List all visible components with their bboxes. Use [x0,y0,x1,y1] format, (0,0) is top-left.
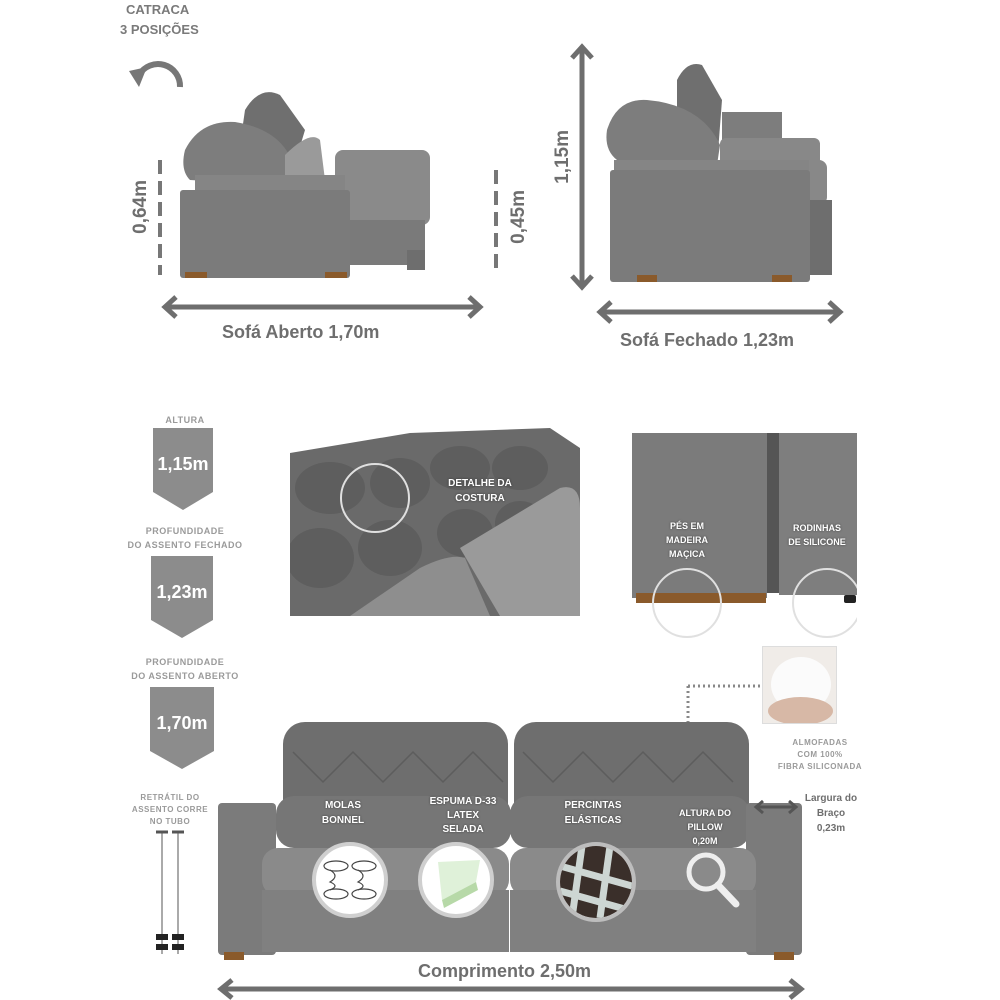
spec-height-title: ALTURA [165,415,205,425]
spec-closed-depth-banner: 1,23m [151,556,213,638]
sofa-closed-side-image [606,64,832,282]
springs-icon [312,842,388,918]
feature-springs-line2: BONNEL [321,815,365,826]
feature-foam-label: ESPUMA D-33 LATEX SELADA [413,795,513,837]
rail-label-line2: ASSENTO CORRE [131,805,209,814]
rotate-arrow-icon [129,61,183,88]
open-width-arrow [161,295,484,319]
cushion-label-line2: COM 100% [797,750,843,759]
spec-open-depth-title: PROFUNDIDADE DO ASSENTO ABERTO [120,655,250,683]
spec-closed-depth-title-line1: PROFUNDIDADE [145,526,225,536]
magnifier-icon [686,852,740,908]
feet-wheels-detail-image: PÉS EM MADEIRA MAÇICA RODINHAS DE SILICO… [632,433,857,638]
feature-webbing-label: PERCINTAS ELÁSTICAS [543,798,643,828]
feature-pillow-line3: 0,20M [692,836,718,846]
stitch-detail-label: DETALHE DA COSTURA [430,476,530,506]
feature-pillow-label: ALTURA DO PILLOW 0,20M [660,806,750,848]
wheels-label-line1: RODINHAS [792,523,841,533]
feature-foam-line2: LATEX [446,810,480,821]
feet-label-line2: MADEIRA [666,535,708,545]
recline-label: CATRACA 3 POSIÇÕES [120,0,199,40]
foam-icon [418,842,494,918]
closed-height-label: 1,15m [552,130,573,184]
stitch-highlight-ring [340,463,410,533]
feet-label-line3: MAÇICA [669,549,705,559]
spec-closed-depth-title: PROFUNDIDADE DO ASSENTO FECHADO [120,524,250,552]
cushion-dotted-leader [686,684,762,780]
arm-width-line2: Braço [816,808,846,819]
feature-pillow-line1: ALTURA DO [679,808,731,818]
wheels-label: RODINHAS DE SILICONE [772,521,857,549]
feet-label: PÉS EM MADEIRA MAÇICA [652,519,722,561]
stitch-detail-line1: DETALHE DA [448,478,512,489]
feature-webbing-line1: PERCINTAS [564,800,622,811]
arm-width-label: Largura do Braço 0,23m [796,791,866,836]
feature-springs-line1: MOLAS [324,800,362,811]
feet-highlight-ring [652,568,722,638]
arm-width-line1: Largura do [804,793,858,804]
open-width-label: Sofá Aberto 1,70m [222,322,380,342]
feature-webbing-line2: ELÁSTICAS [564,815,622,826]
closed-width-arrow [596,300,844,324]
seat-height-label: 0,64m [130,180,151,234]
cushion-label-line3: FIBRA SILICONADA [777,762,863,771]
arm-width-line3: 0,23m [816,823,846,834]
seat-floor-dashed-line [494,170,498,275]
feature-pillow-line2: PILLOW [687,822,723,832]
seat-floor-label: 0,45m [508,190,529,244]
length-arrow [217,978,805,1000]
feature-springs-label: MOLAS BONNEL [293,798,393,828]
spec-height-banner: 1,15m [153,428,213,510]
cushion-label-line1: ALMOFADAS [792,738,848,747]
wheels-highlight-ring [792,568,857,638]
sofa-open-side-image [180,92,430,278]
spec-closed-depth-title-line2: DO ASSENTO FECHADO [127,540,243,550]
closed-width-label: Sofá Fechado 1,23m [620,330,795,350]
stitch-detail-line2: COSTURA [455,493,505,504]
spec-open-depth-banner: 1,70m [150,687,214,769]
closed-height-arrow [570,43,594,291]
feature-foam-line3: SELADA [442,824,484,835]
arm-width-arrow [753,799,799,815]
feet-label-line1: PÉS EM [669,521,704,531]
stitch-detail-image: DETALHE DA COSTURA [290,428,580,616]
rail-label: RETRÁTIL DO ASSENTO CORRE NO TUBO [120,792,220,828]
recline-label-line2: 3 POSIÇÕES [120,22,199,37]
rail-label-line1: RETRÁTIL DO [140,793,200,802]
spec-open-depth-title-line2: DO ASSENTO ABERTO [131,671,239,681]
length-label: Comprimento 2,50m [418,961,592,981]
cushion-fiber-image [762,646,837,724]
rail-label-line3: NO TUBO [149,817,191,826]
spec-open-depth-title-line1: PROFUNDIDADE [145,657,225,667]
cushion-label: ALMOFADAS COM 100% FIBRA SILICONADA [765,737,875,773]
seat-height-dashed-line [158,160,162,275]
feature-foam-line1: ESPUMA D-33 [429,796,497,807]
wheels-label-line2: DE SILICONE [788,537,846,547]
rail-tubes-icon [156,830,184,954]
webbing-icon [556,842,636,922]
recline-label-line1: CATRACA [126,2,190,17]
sofa-front-image: MOLAS BONNEL ESPUMA D-33 LATEX SELADA PE… [218,718,802,963]
